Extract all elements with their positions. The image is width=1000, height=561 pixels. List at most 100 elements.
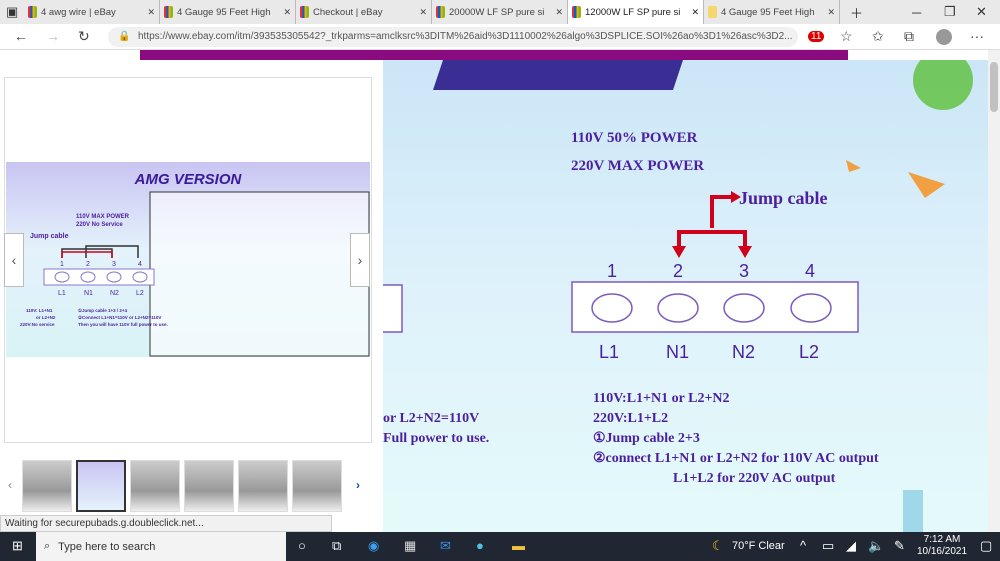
file-explorer-icon[interactable]: ▬ <box>512 538 525 553</box>
terminal-number: 4 <box>138 261 142 268</box>
thumbs-next-icon[interactable]: › <box>356 478 360 492</box>
tab[interactable]: 4 Gauge 95 Feet High ✕ <box>704 0 840 24</box>
right-note: L1+L2 for 220V AC output <box>673 471 836 486</box>
tab-bar: ▣ 4 awg wire | eBay✕ 4 Gauge 95 Feet Hig… <box>0 0 1000 24</box>
ebay-favicon <box>28 6 37 18</box>
url-text: https://www.ebay.com/itm/393535305542?_t… <box>138 31 793 42</box>
product-main-image[interactable]: AMG VERSION 110V MAX POWER 220V No Servi… <box>6 162 370 357</box>
terminal-number: 2 <box>673 261 683 281</box>
tab[interactable]: 4 awg wire | eBay✕ <box>24 0 160 24</box>
thumbnail[interactable] <box>184 460 234 512</box>
terminal-label: L2 <box>136 290 144 297</box>
ebay-favicon <box>572 6 581 18</box>
terminal-number: 3 <box>739 261 749 281</box>
thumbnail[interactable] <box>130 460 180 512</box>
lock-icon: 🔒 <box>118 31 131 42</box>
battery-icon[interactable]: ▭ <box>822 538 835 553</box>
notifications-icon[interactable]: ▢ <box>980 538 993 553</box>
tab-actions-icon[interactable]: ▣ <box>6 4 19 19</box>
tab-label: 20000W LF SP pure si <box>449 6 545 18</box>
image-title: AMG VERSION <box>134 171 243 188</box>
store-icon[interactable]: ▦ <box>404 538 417 553</box>
refresh-icon[interactable]: ↻ <box>78 28 90 44</box>
right-line1: 110V 50% POWER <box>571 130 698 146</box>
close-tab-icon[interactable]: ✕ <box>827 6 835 17</box>
left-line2: 220V No Service <box>76 222 123 228</box>
zoom-lens[interactable] <box>149 191 370 357</box>
thumbs-prev-icon[interactable]: ‹ <box>8 478 12 492</box>
left-note: 110V: L1+N1 <box>26 308 53 313</box>
task-view-icon[interactable]: ⧉ <box>332 538 342 553</box>
close-tab-icon[interactable]: ✕ <box>283 6 291 17</box>
profile-avatar[interactable] <box>936 29 952 45</box>
close-tab-icon[interactable]: ✕ <box>691 6 699 17</box>
right-note: ②connect L1+N1 or L2+N2 for 110V AC outp… <box>593 451 879 466</box>
left-fragment: Full power to use. <box>383 431 489 446</box>
thumbnail[interactable] <box>238 460 288 512</box>
left-step: Then you will have 110V full power to us… <box>78 322 168 327</box>
search-placeholder: Type here to search <box>58 540 156 553</box>
more-menu-icon[interactable]: ··· <box>970 28 984 44</box>
tab[interactable]: 4 Gauge 95 Feet High✕ <box>160 0 296 24</box>
favorite-icon[interactable]: ☆ <box>840 28 853 44</box>
terminal-label: L1 <box>58 290 66 297</box>
thumbnail[interactable] <box>22 460 72 512</box>
page-scrollbar[interactable] <box>988 50 1000 532</box>
right-note: 110V:L1+N1 or L2+N2 <box>593 391 730 406</box>
cortana-icon[interactable]: ○ <box>298 538 306 553</box>
loading-favicon <box>708 6 717 18</box>
right-note: 220V:L1+L2 <box>593 411 668 426</box>
browser-icon[interactable]: ● <box>476 538 484 553</box>
minimize-button[interactable]: ─ <box>912 4 922 20</box>
wifi-icon[interactable]: ◢ <box>846 538 856 553</box>
collections-icon[interactable]: ⧉ <box>904 28 914 44</box>
back-icon[interactable]: ← <box>14 28 28 44</box>
chevron-up-icon[interactable]: ^ <box>800 538 807 553</box>
favorites-icon[interactable]: ✩ <box>872 28 884 44</box>
right-jump-label: Jump cable <box>739 188 828 208</box>
terminal-number: 2 <box>86 261 90 268</box>
forward-icon[interactable]: → <box>46 28 60 44</box>
time-text: 7:12 AM <box>923 534 961 545</box>
terminal-label: L1 <box>599 342 619 362</box>
url-input[interactable]: 🔒 https://www.ebay.com/itm/393535305542?_… <box>108 27 798 47</box>
mail-icon[interactable]: ✉ <box>440 538 451 553</box>
date-text: 10/16/2021 <box>916 546 968 557</box>
terminal-label: N2 <box>110 290 119 297</box>
tab-label: 4 Gauge 95 Feet High <box>721 6 815 18</box>
close-tab-icon[interactable]: ✕ <box>555 6 563 17</box>
left-step: ②Connect L1+N1=110V or L2+N2=110V <box>78 315 161 320</box>
weather-text[interactable]: 70°F Clear <box>732 540 785 552</box>
terminal-number: 3 <box>112 261 116 268</box>
thumbnail-strip <box>22 460 342 512</box>
pen-icon[interactable]: ✎ <box>894 538 905 553</box>
zoomed-image-view: 110V 50% POWER 220V MAX POWER Jump cable… <box>380 50 988 532</box>
scrollbar-thumb[interactable] <box>990 62 998 112</box>
left-note: or L2+N2 <box>36 315 56 320</box>
new-tab-button[interactable]: ＋ <box>850 5 864 21</box>
terminal-label: N1 <box>84 290 93 297</box>
left-step: ①Jump cable 1+3 / 2+4 <box>78 308 128 313</box>
tab[interactable]: 20000W LF SP pure si ✕ <box>432 0 568 24</box>
tab-active[interactable]: 12000W LF SP pure si ✕ <box>568 0 704 24</box>
thumbnail-selected[interactable] <box>76 460 126 512</box>
previous-image-button[interactable]: ‹ <box>4 233 24 287</box>
close-tab-icon[interactable]: ✕ <box>147 6 155 17</box>
extension-badge[interactable]: 11 <box>808 31 825 42</box>
volume-icon[interactable]: 🔈 <box>868 538 885 553</box>
windows-start-icon[interactable]: ⊞ <box>12 538 23 553</box>
next-image-button[interactable]: › <box>350 233 370 287</box>
terminal-label: N1 <box>666 342 689 362</box>
ebay-favicon <box>300 6 309 18</box>
close-tab-icon[interactable]: ✕ <box>419 6 427 17</box>
thumbnail[interactable] <box>292 460 342 512</box>
close-window-button[interactable]: ✕ <box>976 4 987 19</box>
tab[interactable]: Checkout | eBay✕ <box>296 0 432 24</box>
right-line2: 220V MAX POWER <box>571 158 704 174</box>
taskbar: ⊞ ⌕Type here to search ○ ⧉ ◉ ▦ ✉ ● ▬ ☾ 7… <box>0 532 1000 561</box>
restore-button[interactable]: ❐ <box>944 4 956 19</box>
edge-icon[interactable]: ◉ <box>368 538 380 553</box>
taskbar-search[interactable]: ⌕Type here to search <box>36 532 286 561</box>
tab-label: 12000W LF SP pure si <box>585 6 681 18</box>
